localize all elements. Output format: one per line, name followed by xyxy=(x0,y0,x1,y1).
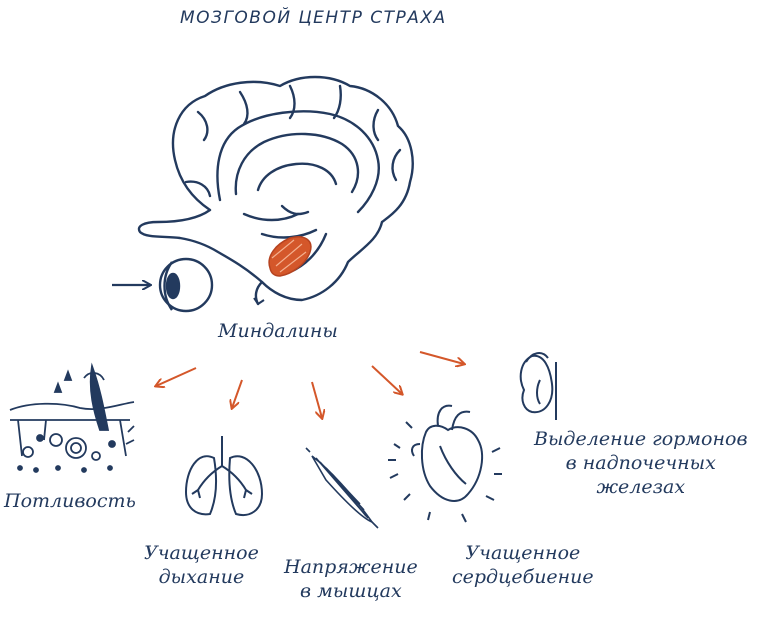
effect-label-muscle: Напряжение в мышцах xyxy=(284,556,418,604)
effect-label-sweat: Потливость xyxy=(4,490,136,514)
arrow-icon xyxy=(311,381,322,418)
heart-icon xyxy=(388,404,502,523)
effect-label-line: Напряжение xyxy=(284,556,418,578)
effect-label-line: в надпочечных xyxy=(565,451,716,474)
effect-label-hormones: Выделение гормонов в надпочечных железах xyxy=(534,428,748,499)
effect-label-breath: Учащенное дыхание xyxy=(144,542,259,590)
amygdala-label: Миндалины xyxy=(218,320,338,342)
effect-arrows xyxy=(156,351,464,418)
arrow-icon xyxy=(232,379,243,408)
eye-icon xyxy=(158,257,214,313)
effect-label-line: в мышцах xyxy=(300,579,402,602)
adrenal-gland-icon xyxy=(519,352,557,420)
effect-label-heart: Учащенное сердцебиение xyxy=(452,542,594,590)
amygdala-icon xyxy=(268,236,312,277)
effect-label-line: сердцебиение xyxy=(452,565,594,588)
arrow-icon xyxy=(419,351,464,364)
effect-label-line: Учащенное xyxy=(144,542,259,564)
lungs-icon xyxy=(184,436,264,516)
effect-label-line: дыхание xyxy=(158,565,245,588)
skin-sweat-gland-icon xyxy=(9,362,135,473)
effect-label-line: Выделение гормонов xyxy=(534,428,748,450)
arrow-icon xyxy=(156,367,197,386)
diagram-title: МОЗГОВОЙ ЦЕНТР СТРАХА xyxy=(180,8,447,28)
effect-label-line: Учащенное xyxy=(465,542,581,564)
effect-label-line: Потливость xyxy=(4,490,136,512)
effect-label-line: железах xyxy=(596,475,686,498)
arrow-icon xyxy=(371,365,402,394)
muscle-icon xyxy=(305,447,379,529)
